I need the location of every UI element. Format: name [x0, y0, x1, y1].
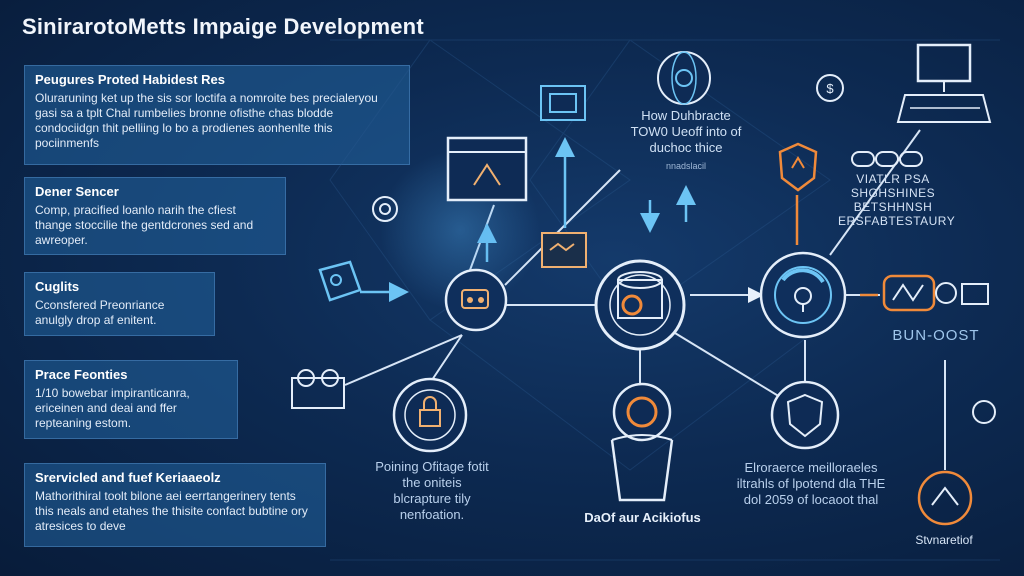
- info-panel-5: Srervicled and fuef Keriaaeolz Mathorith…: [24, 463, 326, 547]
- settings-hand-icon: [917, 470, 973, 526]
- team-people-icon: [291, 369, 345, 409]
- hand-cart-icon: [318, 260, 362, 302]
- globe-icon: [657, 51, 711, 105]
- info-panel-body: Comp, pracified loanlo narih the cfiest …: [35, 203, 254, 247]
- svg-text:$: $: [826, 81, 834, 96]
- shield-warning-icon: [778, 142, 818, 192]
- lock-node-icon: [392, 377, 468, 453]
- caption-top-center: How Duhbracte TOW0 Ueoff into of duchoc …: [630, 108, 742, 155]
- shield-node-icon: [770, 380, 840, 450]
- caption-bun-cost: BUN-OOST: [892, 327, 980, 344]
- info-panel-4: Prace Feonties 1/10 bowebar impirantican…: [24, 360, 238, 439]
- info-panel-body: Oluraruning ket up the sis sor loctifa a…: [35, 91, 378, 150]
- gear-person-icon: [610, 382, 674, 502]
- caption-bottom-center: DaOf aur Acikiofus: [584, 510, 701, 525]
- info-panel-heading: Srervicled and fuef Keriaaeolz: [35, 470, 221, 485]
- page-title: SinirarotoMetts Impaige Development: [22, 14, 424, 39]
- caption-bottom-far-right: Stvnaretiof: [915, 533, 973, 547]
- info-circle-icon: [972, 400, 996, 424]
- info-panel-body: Mathorithiral toolt bilone aei eerrtange…: [35, 489, 308, 533]
- arrows-orange: [795, 195, 878, 297]
- info-panel-heading: Peugures Proted Habidest Res: [35, 72, 225, 87]
- info-panel-heading: Dener Sencer: [35, 184, 119, 199]
- info-panel-heading: Cuglits: [35, 279, 80, 294]
- info-panel-2: Dener Sencer Comp, pracified loanlo nari…: [24, 177, 286, 255]
- code-box-icon: [541, 232, 587, 268]
- info-panel-body: Cconsfered Preonriance anulgly drop af e…: [35, 298, 165, 327]
- monitor-icon: [446, 136, 528, 202]
- hub-center-icon: [594, 259, 686, 351]
- caption-top-center-small: nnadslacil: [665, 161, 707, 171]
- toggle-controls-icon: [882, 274, 989, 312]
- hub-right-icon: [759, 251, 847, 339]
- caption-right-list: VIATLR PSA SHGHSHINES BETSHHNSH ERSFABTE…: [838, 172, 956, 228]
- info-panel-1: Peugures Proted Habidest Res Oluraruning…: [24, 65, 410, 165]
- computer-terminal-icon: [896, 43, 992, 123]
- hub-left-icon: [444, 268, 508, 332]
- info-panel-heading: Prace Feonties: [35, 367, 128, 382]
- link-right-top: [829, 129, 921, 256]
- link-left-lock: [431, 334, 463, 381]
- info-panel-3: Cuglits Cconsfered Preonriance anulgly d…: [24, 272, 215, 336]
- caption-bottom-right: Elroraerce meilloraeles iltrahls of lpot…: [736, 460, 886, 507]
- caption-bottom-left: Poining Ofitage fotit the oniteis blcrap…: [375, 459, 489, 522]
- chart-box-icon: [540, 85, 586, 121]
- chain-link-icon: [851, 151, 923, 167]
- info-panel-body: 1/10 bowebar impiranticanra, ericeinen a…: [35, 386, 190, 430]
- dollar-icon: $: [816, 74, 844, 102]
- target-icon: [372, 196, 398, 222]
- link-center-shield: [669, 329, 786, 401]
- link-left-people: [344, 334, 463, 386]
